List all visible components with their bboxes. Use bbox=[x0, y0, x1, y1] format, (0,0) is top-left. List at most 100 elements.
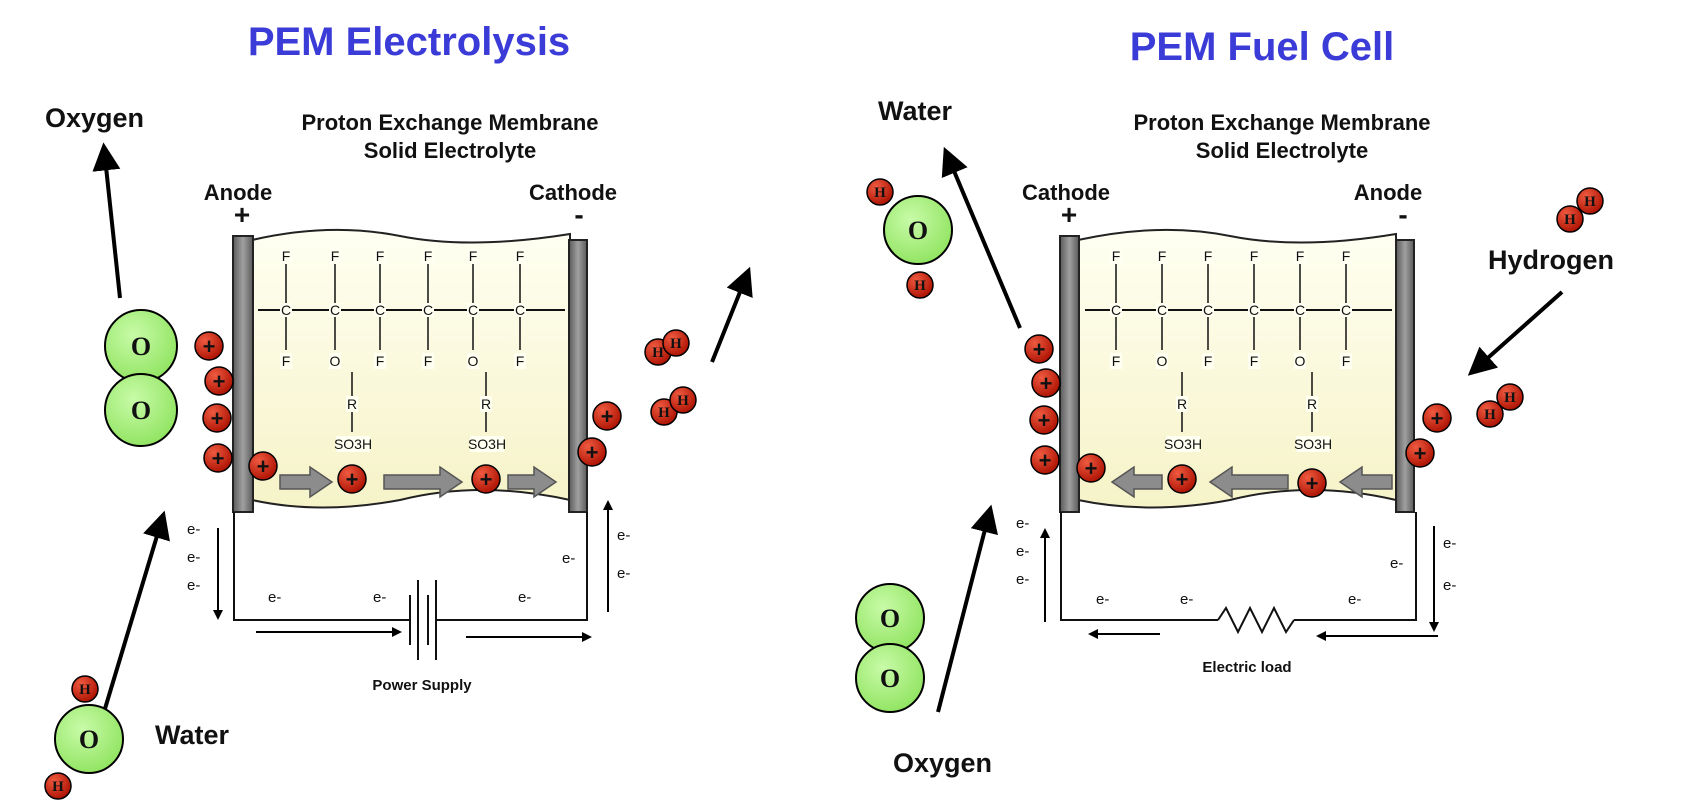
electric-load-label: Electric load bbox=[1202, 659, 1291, 676]
svg-text:e-: e- bbox=[1390, 555, 1403, 572]
proton: + bbox=[1167, 464, 1197, 494]
sulfonic-group-label: SO3H bbox=[334, 436, 372, 452]
svg-text:H: H bbox=[652, 345, 664, 361]
fuel-cell-hydrogen-label: Hydrogen bbox=[1488, 245, 1614, 275]
fluorine-label: F bbox=[1112, 353, 1121, 369]
carbon-label: C bbox=[1203, 302, 1213, 318]
fluorine-label: F bbox=[1158, 248, 1167, 264]
proton-flow-arrow bbox=[1208, 465, 1289, 499]
proton: + bbox=[1076, 453, 1106, 483]
electrolysis-anode-label: Anode bbox=[204, 180, 272, 205]
sulfonic-group-label: SO3H bbox=[1164, 436, 1202, 452]
side-group-label: R bbox=[347, 396, 357, 412]
electrolysis-anode-sign: + bbox=[234, 199, 250, 230]
carbon-label: C bbox=[1157, 302, 1167, 318]
sulfonic-group-label: SO3H bbox=[468, 436, 506, 452]
proton: + bbox=[202, 403, 232, 433]
hydrogen-molecule: H H bbox=[1476, 383, 1524, 428]
proton: + bbox=[592, 401, 622, 431]
fuel-cell-polymer-chain: C C C C C C F F F F F F F O F F O F bbox=[1085, 248, 1392, 452]
proton: + bbox=[1024, 334, 1054, 364]
water-in-arrow bbox=[102, 510, 170, 713]
proton: + bbox=[204, 366, 234, 396]
fuel-cell-top-f-labels: F F F F F F bbox=[1110, 248, 1352, 264]
electrolysis-top-f-labels: F F F F F F bbox=[280, 248, 526, 264]
carbon-label: C bbox=[1295, 302, 1305, 318]
electrolysis-chain-c-labels: C C C C C C bbox=[280, 302, 526, 318]
svg-text:+: + bbox=[601, 404, 614, 429]
electrolysis-circuit bbox=[233, 512, 588, 660]
fuel-cell-bottom-labels: F O F F O F bbox=[1110, 353, 1352, 369]
electrolysis-electron-arrows bbox=[213, 500, 613, 642]
fuel-cell-protons: + + + + + + + + + bbox=[1024, 334, 1452, 498]
svg-text:e-: e- bbox=[562, 550, 575, 567]
fuel-cell-anode-sign: - bbox=[1398, 199, 1407, 230]
oxygen-atom-label: O bbox=[880, 604, 900, 633]
fluorine-label: F bbox=[376, 353, 385, 369]
oxygen-atom-label: O bbox=[131, 332, 151, 361]
svg-text:+: + bbox=[1033, 337, 1046, 362]
proton-flow-arrow bbox=[507, 465, 558, 499]
fuel-cell-circuit bbox=[1060, 512, 1417, 635]
fuel-cell-electron-arrows bbox=[1040, 526, 1439, 641]
ether-oxygen-label: O bbox=[330, 353, 341, 369]
proton: + bbox=[203, 443, 233, 473]
svg-text:e-: e- bbox=[617, 565, 630, 582]
electrolysis-membrane-line2: Solid Electrolyte bbox=[364, 138, 536, 163]
fuel-cell-panel: PEM Fuel Cell Proton Exchange Membrane S… bbox=[855, 25, 1614, 778]
electrolysis-membrane-line1: Proton Exchange Membrane bbox=[301, 110, 598, 135]
ether-oxygen-label: O bbox=[468, 353, 479, 369]
svg-text:e-: e- bbox=[187, 521, 200, 538]
fuel-cell-cathode-electrode bbox=[1059, 235, 1080, 513]
fluorine-label: F bbox=[1342, 353, 1351, 369]
fluorine-label: F bbox=[424, 248, 433, 264]
fuel-cell-membrane-line2: Solid Electrolyte bbox=[1196, 138, 1368, 163]
svg-text:+: + bbox=[1085, 456, 1098, 481]
proton: + bbox=[1422, 403, 1452, 433]
carbon-label: C bbox=[281, 302, 291, 318]
svg-text:H: H bbox=[677, 393, 689, 409]
svg-text:e-: e- bbox=[1348, 591, 1361, 608]
svg-text:e-: e- bbox=[1443, 577, 1456, 594]
svg-text:H: H bbox=[874, 185, 886, 201]
electrolysis-proton-flow-arrows bbox=[279, 465, 558, 499]
svg-text:e-: e- bbox=[617, 527, 630, 544]
carbon-label: C bbox=[423, 302, 433, 318]
proton-flow-arrow bbox=[279, 465, 334, 499]
svg-text:e-: e- bbox=[1443, 535, 1456, 552]
proton-flow-arrow bbox=[1338, 465, 1393, 499]
fuel-cell-chain-c-labels: C C C C C C bbox=[1110, 302, 1352, 318]
hydrogen-molecule: H H bbox=[650, 386, 697, 426]
power-supply-label: Power Supply bbox=[372, 677, 472, 694]
svg-text:+: + bbox=[203, 334, 216, 359]
side-group-label: R bbox=[1307, 396, 1317, 412]
carbon-label: C bbox=[1111, 302, 1121, 318]
fluorine-label: F bbox=[1204, 248, 1213, 264]
fluorine-label: F bbox=[516, 353, 525, 369]
fluorine-label: F bbox=[469, 248, 478, 264]
proton: + bbox=[577, 437, 607, 467]
fluorine-label: F bbox=[282, 248, 291, 264]
fuel-cell-electrons: e- e- e- e- e- e- e- e- e- bbox=[1016, 515, 1456, 608]
electrolysis-water-label: Water bbox=[155, 720, 230, 750]
electrolysis-electrons: e- e- e- e- e- e- e- e- e- bbox=[187, 521, 630, 606]
electrolysis-cathode-electrode bbox=[568, 239, 588, 513]
electrolysis-protons: + + + + + + + + + bbox=[194, 331, 622, 494]
fluorine-label: F bbox=[1342, 248, 1351, 264]
fluorine-label: F bbox=[424, 353, 433, 369]
oxygen-atom-label: O bbox=[131, 396, 151, 425]
proton: + bbox=[1030, 445, 1060, 475]
proton: + bbox=[1031, 368, 1061, 398]
electrolysis-cathode-sign: - bbox=[574, 199, 583, 230]
svg-text:+: + bbox=[1040, 371, 1053, 396]
svg-text:e-: e- bbox=[187, 549, 200, 566]
svg-text:e-: e- bbox=[518, 589, 531, 606]
svg-text:H: H bbox=[79, 682, 91, 698]
oxygen-atom-label: O bbox=[908, 216, 928, 245]
svg-text:+: + bbox=[346, 467, 359, 492]
hydrogen-molecule: H H bbox=[644, 329, 690, 366]
carbon-label: C bbox=[468, 302, 478, 318]
water-out-arrow bbox=[941, 146, 1022, 329]
svg-text:e-: e- bbox=[1096, 591, 1109, 608]
side-group-label: R bbox=[481, 396, 491, 412]
